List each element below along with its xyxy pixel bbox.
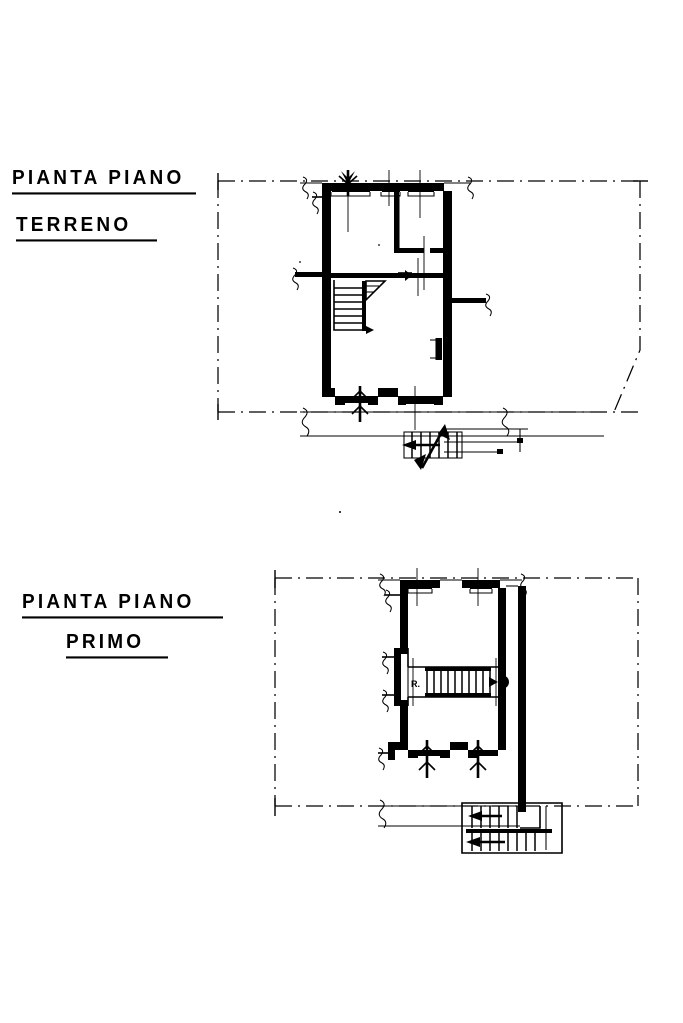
ground-floor-ne-room xyxy=(394,191,444,253)
ground-floor-west-opening xyxy=(292,267,323,291)
first-floor-north-wall xyxy=(378,579,522,594)
stair-label-r: R. xyxy=(411,679,420,689)
ground-floor-title-text-1: PIANTA PIANO xyxy=(12,166,185,190)
first-floor-west-stub-1 xyxy=(385,589,400,613)
stair-landing-marker xyxy=(499,676,509,688)
ground-floor-north-wall xyxy=(322,183,444,192)
title-underline xyxy=(22,616,223,619)
first-floor-title-line-2: PRIMO xyxy=(66,630,168,659)
first-floor-terrace-band xyxy=(378,805,520,827)
first-floor-stair: R. xyxy=(407,666,509,698)
ground-floor-plan xyxy=(217,170,648,513)
ground-floor-title-line-1: PIANTA PIANO xyxy=(12,166,196,195)
ground-floor-entrance-door-arrow xyxy=(338,170,358,196)
first-floor-break-symbol-nw xyxy=(379,573,386,597)
ground-floor-break-symbol-nw xyxy=(302,176,309,200)
first-floor-title-text-1: PIANTA PIANO xyxy=(22,590,195,614)
first-floor-west-stub-3 xyxy=(382,689,394,713)
scan-speck xyxy=(339,511,341,513)
ground-floor-stair xyxy=(333,280,387,334)
first-floor-west-wall xyxy=(388,588,408,760)
ground-floor-title-line-2: TERRENO xyxy=(16,213,157,242)
title-underline xyxy=(16,239,157,242)
ground-floor-title-text-2: TERRENO xyxy=(16,213,132,237)
title-underline xyxy=(12,192,196,195)
ground-floor-west-wall xyxy=(322,191,331,397)
ground-floor-property-boundary xyxy=(217,173,648,420)
ground-floor-east-wall xyxy=(443,191,452,397)
ground-floor-east-window-niche xyxy=(430,338,442,360)
first-floor-break-symbol-sw xyxy=(378,799,387,829)
first-floor-title-text-2: PRIMO xyxy=(66,630,145,654)
ground-floor-exterior-stair xyxy=(402,424,528,470)
ground-floor-break-symbol-ne xyxy=(467,176,474,200)
scan-speck xyxy=(299,261,301,263)
ground-floor-interior-door-upper xyxy=(398,270,412,281)
first-floor-title-line-1: PIANTA PIANO xyxy=(22,590,223,619)
first-floor-west-stub-2 xyxy=(382,651,394,675)
ground-floor-break-symbol-sw xyxy=(301,407,310,437)
first-floor-south-door-arrow-2 xyxy=(469,740,487,778)
scan-speck xyxy=(378,244,380,246)
first-floor-property-boundary xyxy=(274,570,639,816)
ground-floor-south-door-arrow xyxy=(351,386,369,422)
first-floor-south-wall xyxy=(395,742,506,758)
first-floor-east-wall xyxy=(498,588,506,748)
first-floor-break-symbol-ne xyxy=(520,573,527,597)
first-floor-south-door-arrow-1 xyxy=(418,740,436,778)
first-floor-west-stub-4 xyxy=(378,747,388,771)
first-floor-plan: R. xyxy=(274,568,639,854)
ground-floor-west-stub-upper xyxy=(312,191,322,215)
title-underline xyxy=(66,656,168,659)
ground-floor-terrace-band xyxy=(300,411,604,437)
ground-floor-break-symbol-se xyxy=(501,407,510,437)
ground-floor-partition-horizontal xyxy=(331,273,444,278)
ground-floor-south-wall xyxy=(322,388,452,405)
first-floor-outer-east-wall xyxy=(506,585,526,812)
ground-floor-east-return-wall xyxy=(452,293,492,317)
first-floor-exterior-stair xyxy=(461,802,563,854)
ground-floor-window-sills xyxy=(330,192,435,197)
